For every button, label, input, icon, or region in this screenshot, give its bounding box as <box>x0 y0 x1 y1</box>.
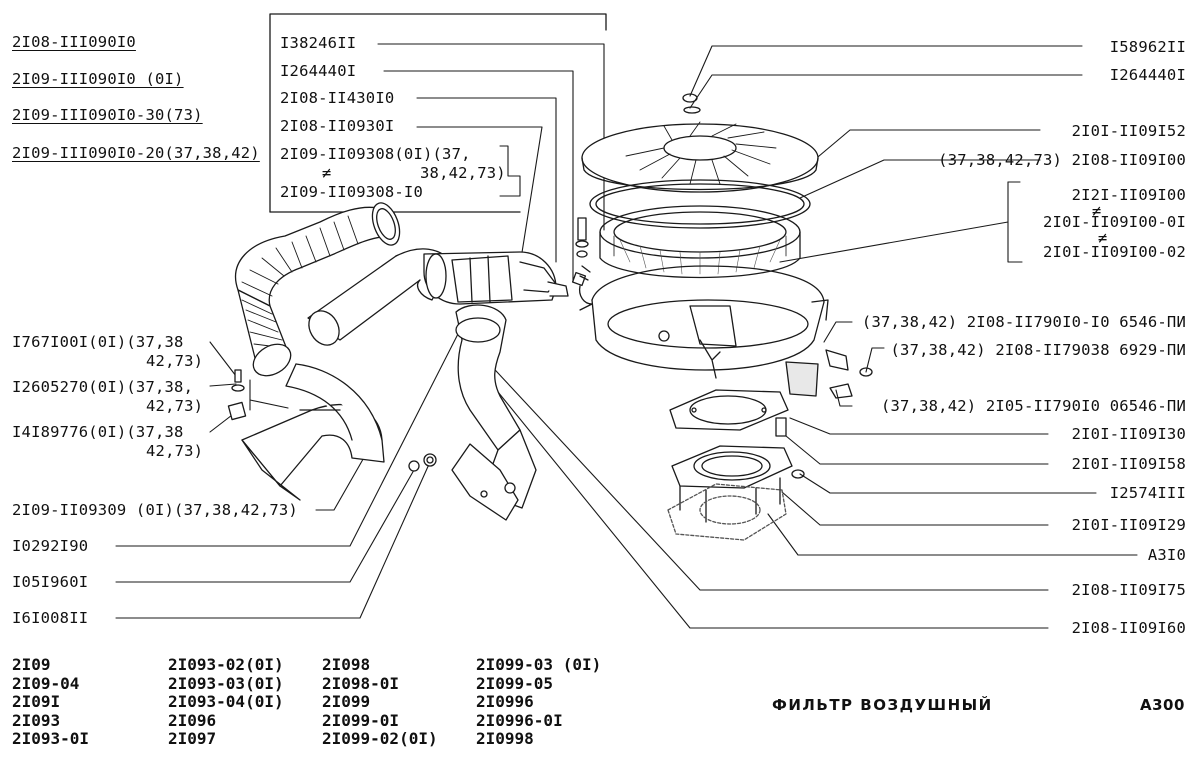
gasket <box>669 389 789 431</box>
label-bolt-38246: I38246II <box>280 34 357 52</box>
spacer-sleeve <box>775 417 787 437</box>
model-code: 2I093-02(0I) <box>168 655 284 674</box>
label-pipe-2108-1109175: 2I08-II09I75 <box>1071 581 1186 599</box>
label-element-2101-1109100-02: 2I0I-II09I00-02 <box>1043 243 1186 261</box>
carburetor-base <box>667 483 787 541</box>
applicability-column-1: 2I09 2I09-04 2I09I 2I093 2I093-0I <box>12 655 90 749</box>
top-bolts <box>571 217 589 287</box>
label-washer-264440-right: I264440I <box>1109 66 1186 84</box>
label-16100811: I6I008II <box>12 609 89 627</box>
model-code: 2I0996-0I <box>476 710 563 730</box>
model-header-3: 2I09-III090I0-30(73) <box>12 106 203 124</box>
left-fasteners <box>227 369 437 472</box>
label-10519601: I05I960I <box>12 573 89 591</box>
label-nut-158962: I58962II <box>1109 38 1186 56</box>
label-2109-1109308-cont: 38,42,73) <box>420 164 506 182</box>
sealing-ring-inner <box>595 183 805 225</box>
label-bolt-17671001-cont: 42,73) <box>146 352 204 370</box>
model-code: 2I099-05 <box>476 673 554 693</box>
model-code: 2I0998 <box>476 729 534 748</box>
model-code: 2I093-03(0I) <box>168 673 284 693</box>
label-2108-1179038: (37,38,42) 2I08-II79038 6929-ПИ <box>890 341 1186 359</box>
model-code: 2I098-0I <box>322 673 400 693</box>
label-nut-14189776-cont: 42,73) <box>146 442 204 460</box>
label-bolt-17671001: I767I00I(0I)(37,38 <box>12 333 184 351</box>
filter-cover <box>581 93 819 193</box>
hot-air-pipe <box>451 304 537 521</box>
filter-element <box>599 205 801 279</box>
label-gasket-2101-1109130: 2I0I-II09I30 <box>1071 425 1186 443</box>
model-code: 2I099-03 (0I) <box>476 655 602 674</box>
model-code: 2I093 <box>12 710 61 730</box>
label-2108-1109301: 2I08-II0930I <box>280 117 395 135</box>
model-code: 2I098 <box>322 655 371 674</box>
model-code: 2I096 <box>168 710 217 730</box>
filter-housing <box>578 265 873 399</box>
label-2105-1179010: (37,38,42) 2I05-II790I0 06546-ПИ <box>880 397 1186 415</box>
model-code: 2I099-0I <box>322 710 400 730</box>
label-nut-12574111: I2574III <box>1109 484 1186 502</box>
neq-sign-1: ≠ <box>1092 202 1102 220</box>
model-header-4-text: 2I09-III090I0-20(37,38,42) <box>12 144 260 162</box>
label-element-2121-1109100: 2I2I-II09I00 <box>1071 186 1186 204</box>
corrugated-intake-hose <box>235 202 401 377</box>
model-header-1: 2I08-III090I0 <box>12 33 136 51</box>
label-valve-2108-11430: 2I08-II430I0 <box>280 89 395 107</box>
model-code: 2I09 <box>12 655 51 674</box>
model-header-2: 2I09-III090I0 (0I) <box>12 70 184 88</box>
label-2109-1109308: 2I09-II09308(0I)(37, <box>280 145 471 163</box>
neq-sign-box: ≠ <box>322 164 332 182</box>
diagram-title: ФИЛЬТР ВОЗДУШНЫЙ <box>772 696 993 714</box>
applicability-column-4: 2I099-03 (0I) 2I099-05 2I0996 2I0996-0I … <box>476 655 602 749</box>
sealing-ring <box>589 179 811 229</box>
model-header-2-text: 2I09-III090I0 (0I) <box>12 70 184 88</box>
model-code: 2I093-04(0I) <box>168 692 284 711</box>
label-element-2101-1109100-01: 2I0I-II09I00-0I <box>1043 213 1186 231</box>
label-shroud-2108-1109160: 2I08-II09I60 <box>1071 619 1186 637</box>
label-element-2108-1109100: (37,38,42,73) 2I08-II09I00 <box>938 151 1186 169</box>
label-nut-14189776: I4I89776(0I)(37,38 <box>12 423 184 441</box>
label-washer-12605270-cont: 42,73) <box>146 397 204 415</box>
applicability-column-2: 2I093-02(0I) 2I093-03(0I) 2I093-04(0I) 2… <box>168 655 284 749</box>
page-code: A300 <box>1140 696 1185 714</box>
leader-box-frame <box>269 13 607 213</box>
label-duct-2109-1109309: 2I09-II09309 (0I)(37,38,42,73) <box>12 501 298 519</box>
label-washer-12605270: I2605270(0I)(37,38, <box>12 378 194 396</box>
thermostat-valve-body <box>423 251 569 305</box>
label-washer-264440: I264440I <box>280 62 357 80</box>
label-2108-1179010-10: (37,38,42) 2I08-II790I0-I0 6546-ПИ <box>861 313 1186 331</box>
neq-sign-2: ≠ <box>1098 229 1108 247</box>
model-code: 2I099 <box>322 692 371 711</box>
model-code: 2I09I <box>12 692 61 711</box>
leader-lines <box>115 43 1138 629</box>
model-header-3-text: 2I09-III090I0-30(73) <box>12 106 203 124</box>
adapter-flange <box>671 445 805 523</box>
label-sleeve-2101-1109158: 2I0I-II09I58 <box>1071 455 1186 473</box>
applicability-column-3: 2I098 2I098-0I 2I099 2I099-0I 2I099-02(0… <box>322 655 438 749</box>
model-code: 2I093-0I <box>12 729 90 748</box>
label-a310: A3I0 <box>1147 546 1186 564</box>
model-code: 2I0996 <box>476 692 534 711</box>
label-adapter-2101-1109129: 2I0I-II09I29 <box>1071 516 1186 534</box>
model-code: 2I09-04 <box>12 673 80 693</box>
model-code: 2I097 <box>168 729 217 748</box>
air-intake-duct <box>241 363 385 501</box>
model-header-4: 2I09-III090I0-20(37,38,42) <box>12 144 260 162</box>
label-cover-2101-1109152: 2I0I-II09I52 <box>1071 122 1186 140</box>
model-code: 2I099-02(0I) <box>322 729 438 748</box>
label-2109-1109308-10: 2I09-II09308-I0 <box>280 183 423 201</box>
label-10292190: I0292I90 <box>12 537 89 555</box>
